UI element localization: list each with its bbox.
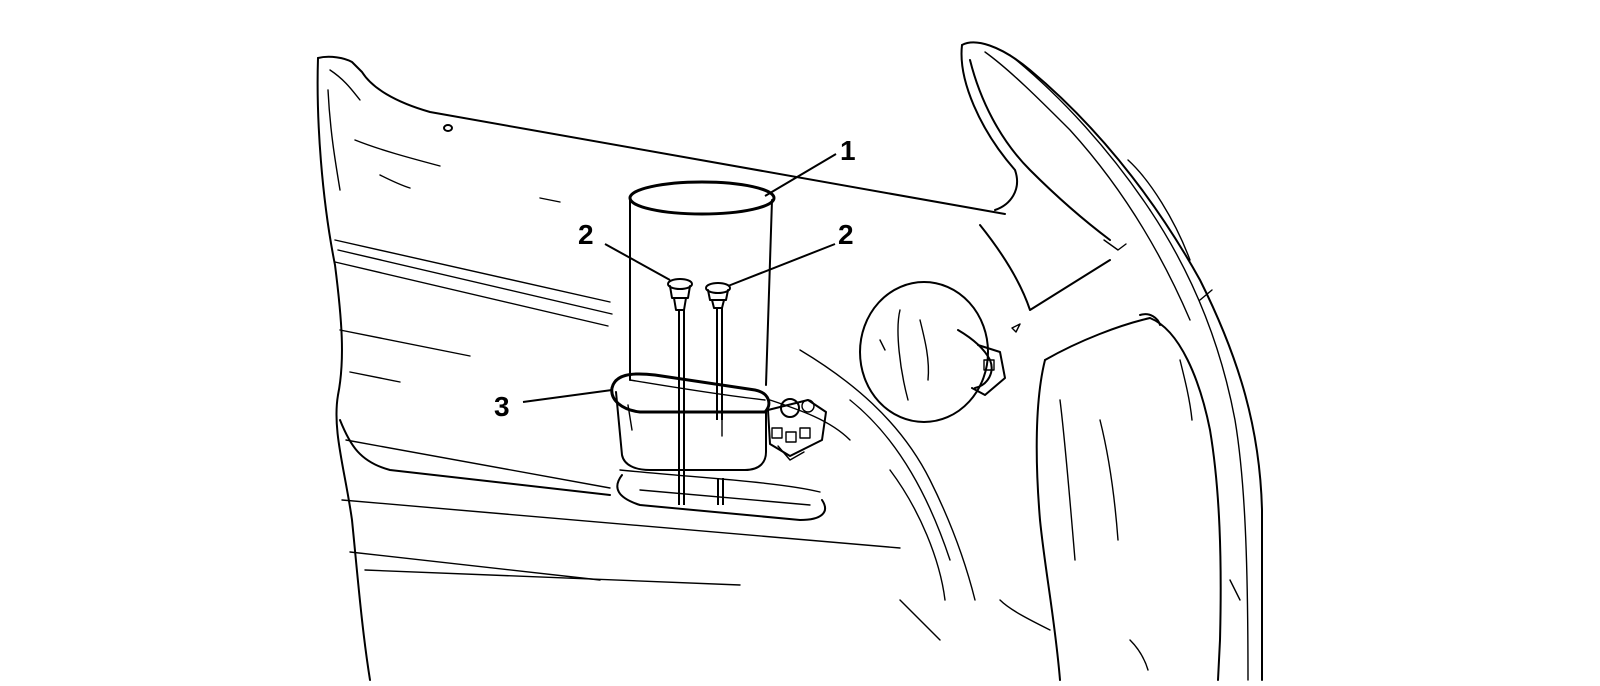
- armrest-recess: [616, 349, 1051, 641]
- screw-alignment-lines: [678, 308, 724, 505]
- switch-module: [767, 398, 827, 461]
- pull-cup-housing: [628, 180, 776, 386]
- callout-3: 3: [494, 391, 510, 422]
- callout-1: 1: [840, 135, 856, 166]
- callout-2-left: 2: [578, 219, 594, 250]
- screw-right: [705, 282, 731, 309]
- door-trim-panel: [316, 55, 1006, 681]
- screw-left: [667, 278, 693, 311]
- pull-cup-bezel: [610, 372, 771, 471]
- door-frame-seal: [960, 41, 1263, 681]
- callout-2-right: 2: [838, 219, 854, 250]
- callout-leaders: [522, 153, 837, 403]
- door-handle-cup: [859, 281, 1021, 423]
